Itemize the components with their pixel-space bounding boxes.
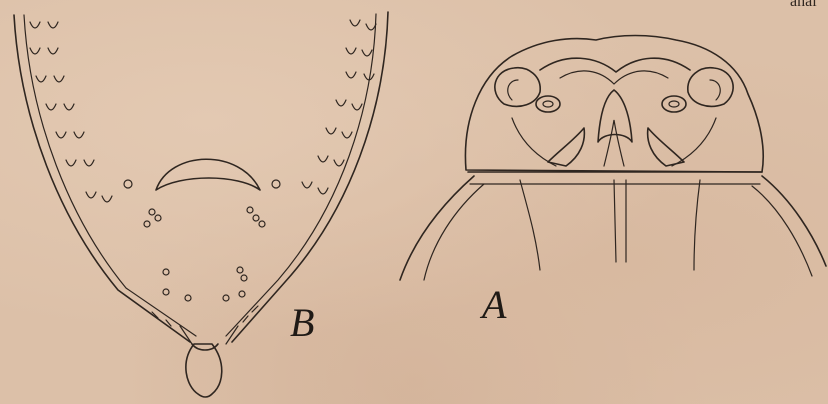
figure-a-body-left-outer bbox=[400, 176, 474, 280]
figure-a-body-left-inner bbox=[424, 184, 484, 280]
figure-b-spots bbox=[124, 180, 280, 301]
figure-label-b: B bbox=[290, 300, 314, 345]
figure-b-tail-spine bbox=[186, 344, 222, 397]
figure-b-crescent bbox=[156, 159, 260, 190]
figure-a-body-line-3 bbox=[614, 180, 616, 262]
top-edge-text: anal bbox=[790, 0, 817, 10]
figure-a-lobe-right bbox=[688, 68, 733, 107]
figure-label-a: A bbox=[479, 282, 507, 327]
figure-a-body-right-outer bbox=[762, 176, 826, 266]
figure-a-head-capsule bbox=[465, 36, 763, 173]
figure-b-right-wall-outer bbox=[232, 12, 388, 342]
figure-a-top-ridge bbox=[540, 58, 690, 72]
figure-b-setae-right bbox=[302, 20, 376, 194]
figure-b-setae-left bbox=[30, 22, 112, 202]
figure-a-drawing bbox=[400, 36, 826, 281]
figure-a-body-line-2 bbox=[694, 180, 700, 270]
figure-b-tail-cap bbox=[192, 344, 218, 350]
figure-a-body-right-inner bbox=[752, 186, 812, 276]
figure-a-mandible-right bbox=[648, 128, 684, 166]
figure-a-eye-left bbox=[536, 96, 560, 112]
figure-a-lobe-left bbox=[495, 68, 540, 107]
figure-a-mandible-left bbox=[548, 128, 584, 166]
figure-a-eye-right bbox=[662, 96, 686, 112]
figure-a-body-line-1 bbox=[520, 180, 540, 270]
figure-a-labrum bbox=[598, 90, 632, 142]
figure-b-drawing bbox=[14, 12, 388, 397]
